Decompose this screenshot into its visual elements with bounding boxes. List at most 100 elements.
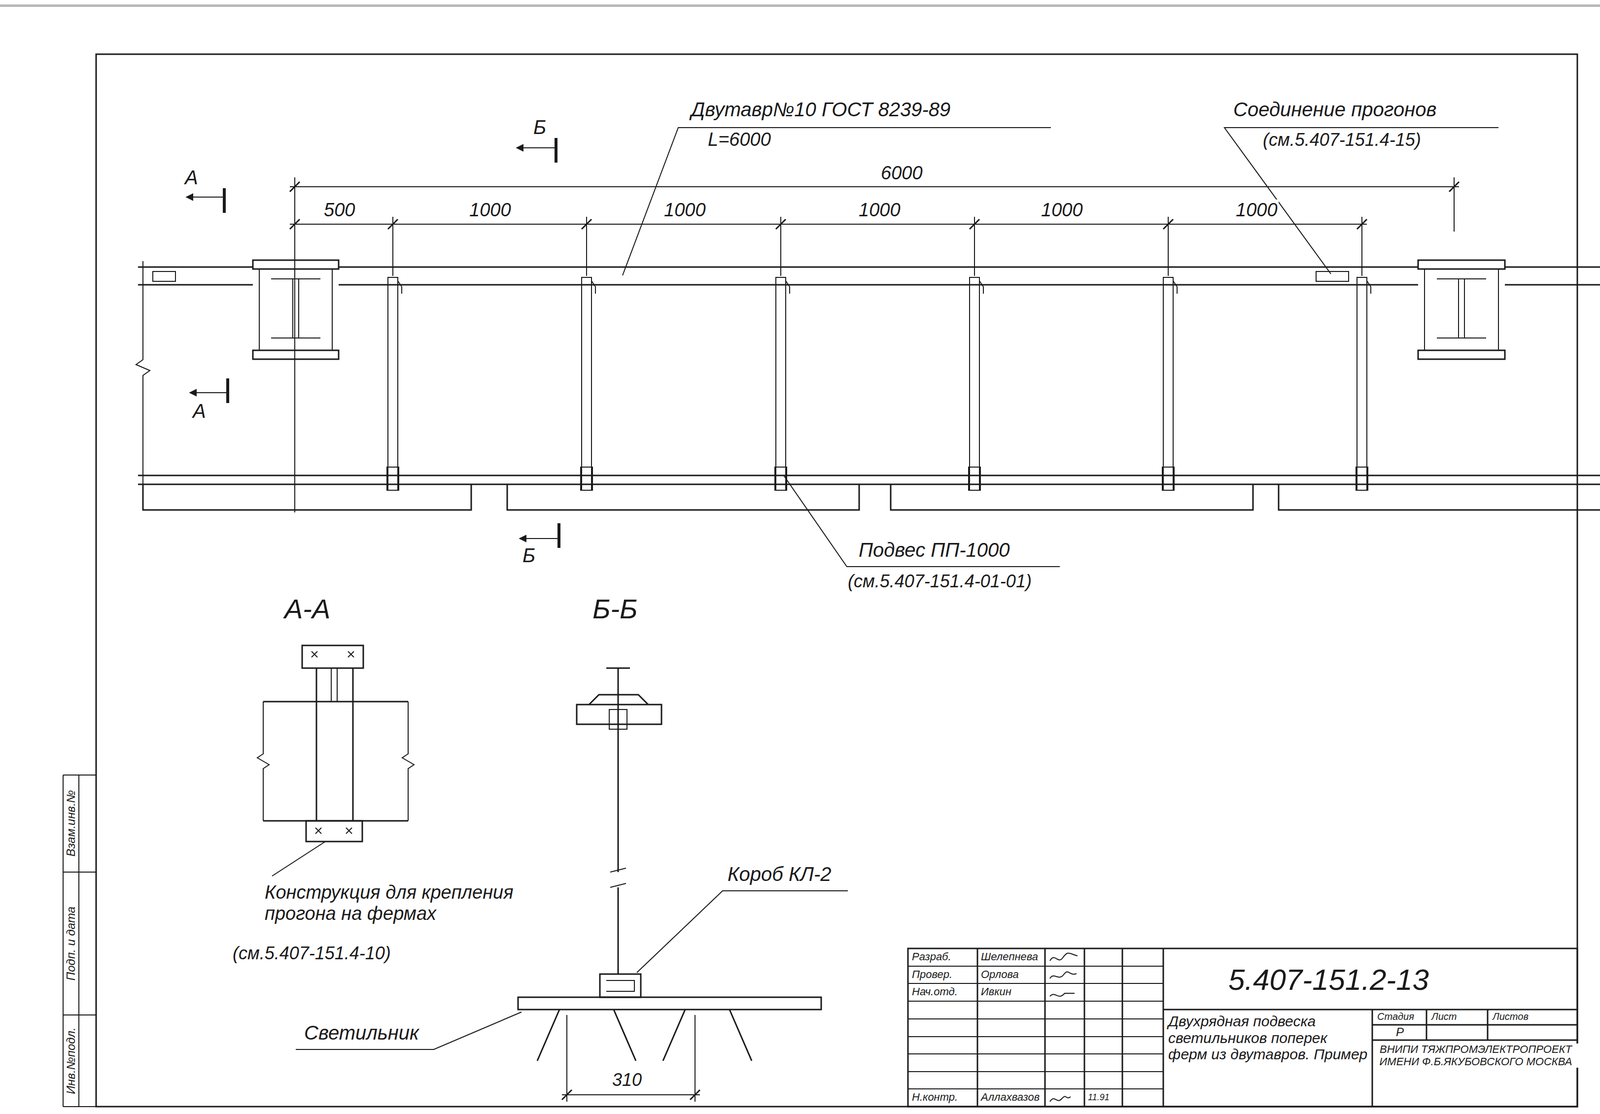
- section-title: А-А: [283, 593, 332, 626]
- truss-section-part: [252, 350, 339, 360]
- dimension-lines-part: [289, 181, 1460, 230]
- hanger-part: [775, 277, 786, 491]
- section-a-a-part: [263, 701, 409, 822]
- section-mark-part: [222, 188, 226, 213]
- title-cell: Р: [1394, 1026, 1405, 1040]
- hanger-part: [386, 467, 399, 491]
- dimension: 1000: [468, 199, 513, 221]
- left-boundary-part: [136, 261, 150, 511]
- section-mark-part: [226, 378, 230, 404]
- hanger-part: [397, 280, 402, 294]
- title-cell: 11.91: [1086, 1092, 1111, 1103]
- section-mark-part: [557, 523, 561, 549]
- section-mark-part: [186, 196, 225, 198]
- title-block: [907, 948, 1578, 1108]
- dimension-lines-part: [289, 186, 1460, 225]
- title-cell: Листов: [1491, 1011, 1530, 1023]
- section-mark-part: [554, 138, 558, 163]
- section-b-b-part: [606, 668, 630, 975]
- margin-cell: Взам.инв.№: [64, 789, 78, 858]
- section-a-a-part: [302, 645, 364, 669]
- section-a-a-part: [331, 668, 338, 702]
- leader-line-part: [272, 841, 326, 877]
- title-block-part: [907, 966, 1164, 1090]
- dimension: 1000: [1040, 199, 1084, 221]
- title-block-part: [977, 948, 1164, 1108]
- hanger-part: [1163, 277, 1174, 491]
- hanger-part: [581, 277, 592, 491]
- section-a-a-part: [306, 821, 363, 842]
- hanger-part: [580, 467, 593, 491]
- dimension-lines-part: [294, 177, 1455, 513]
- truss-section-part: [1424, 269, 1499, 351]
- truss-section: [252, 260, 1505, 360]
- title-cell: Аллахвазов: [979, 1091, 1041, 1105]
- leader-line-part: [783, 475, 1060, 567]
- hanger: [386, 277, 1371, 491]
- light-box-line-part: [138, 475, 1600, 485]
- box-callout: Короб КЛ-2: [726, 863, 833, 886]
- section-mark-part: [189, 392, 228, 394]
- title-cell: Шелепнева: [979, 951, 1040, 964]
- hanger-part: [969, 277, 980, 491]
- section-a-a-part: [311, 651, 354, 658]
- section-b-b-part: [606, 980, 635, 992]
- leader-line-part: [1224, 127, 1499, 275]
- hanger-reference: (см.5.407-151.4-01-01): [846, 571, 1033, 592]
- drawing-title: Двухрядная подвеска светильников поперек…: [1167, 1013, 1371, 1064]
- drawing-number: 5.407-151.2-13: [1227, 963, 1430, 997]
- hanger-part: [774, 467, 787, 491]
- dimension: 1000: [857, 199, 902, 221]
- dimension: 1000: [662, 199, 707, 221]
- section-a-a-part: [257, 701, 415, 822]
- dimension-lines: [289, 177, 1460, 513]
- hanger-callout: Подвес ПП-1000: [857, 539, 1011, 562]
- hanger-part: [1173, 280, 1178, 294]
- beam-callout: Двутавр№10 ГОСТ 8239-89: [690, 98, 952, 121]
- title-cell: Н.контр.: [910, 1091, 959, 1105]
- light-box-line-part: [142, 484, 1600, 511]
- purlin-beam-part: [138, 267, 1600, 285]
- margin-cell: Инв.№подл.: [64, 1026, 78, 1096]
- section-b-b-part: [537, 1009, 752, 1062]
- margin-cell: Подп. и дата: [64, 905, 78, 982]
- sheet-frame-part: [96, 54, 1578, 1108]
- hanger-part: [1366, 280, 1371, 294]
- leader-line-part: [636, 891, 848, 974]
- section-a-a-part: [316, 668, 353, 822]
- bracket-reference: (см.5.407-151.4-10): [231, 943, 392, 964]
- section-b-b-part: [609, 709, 627, 730]
- truss-section-part: [1418, 350, 1505, 360]
- section-b-b-part: [518, 997, 822, 1010]
- leader-line-part: [295, 1012, 522, 1050]
- title-block-part: [907, 948, 1578, 1108]
- section-mark-part: [519, 538, 559, 540]
- light-box-line: [138, 475, 1600, 511]
- section-b-b-part: [610, 868, 627, 888]
- title-cell: Разраб.: [910, 951, 953, 964]
- title-cell: Стадия: [1376, 1011, 1416, 1023]
- title-block-part: [1049, 953, 1078, 1103]
- section-a-a: [257, 645, 415, 842]
- joint-reference: (см.5.407-151.4-15): [1261, 130, 1423, 150]
- bracket-callout: Конструкция для крепления прогона на фер…: [263, 882, 582, 925]
- truss-section-part: [271, 278, 321, 339]
- section-mark: [186, 138, 559, 549]
- truss-section-part: [252, 260, 339, 270]
- organisation-name: ВНИПИ ТЯЖПРОМЭЛЕКТРОПРОЕКТ ИМЕНИ Ф.Б.ЯКУ…: [1373, 1043, 1579, 1069]
- hanger-part: [591, 280, 596, 294]
- dimension: 1000: [1234, 199, 1279, 221]
- lamp-callout: Светильник: [303, 1022, 420, 1045]
- hanger-part: [387, 277, 398, 491]
- section-a-a-part: [315, 828, 352, 835]
- hanger-part: [1356, 277, 1367, 491]
- section-letter: А: [183, 166, 200, 189]
- sheet-frame-part: [63, 775, 97, 1108]
- hanger-part: [1162, 467, 1175, 491]
- section-mark-part: [516, 147, 557, 149]
- title-cell: Провер.: [910, 969, 954, 982]
- title-cell: Нач.отд.: [910, 986, 959, 999]
- purlin-beam: [138, 267, 1600, 285]
- beam-length: L=6000: [706, 129, 772, 151]
- hanger-part: [1356, 467, 1368, 491]
